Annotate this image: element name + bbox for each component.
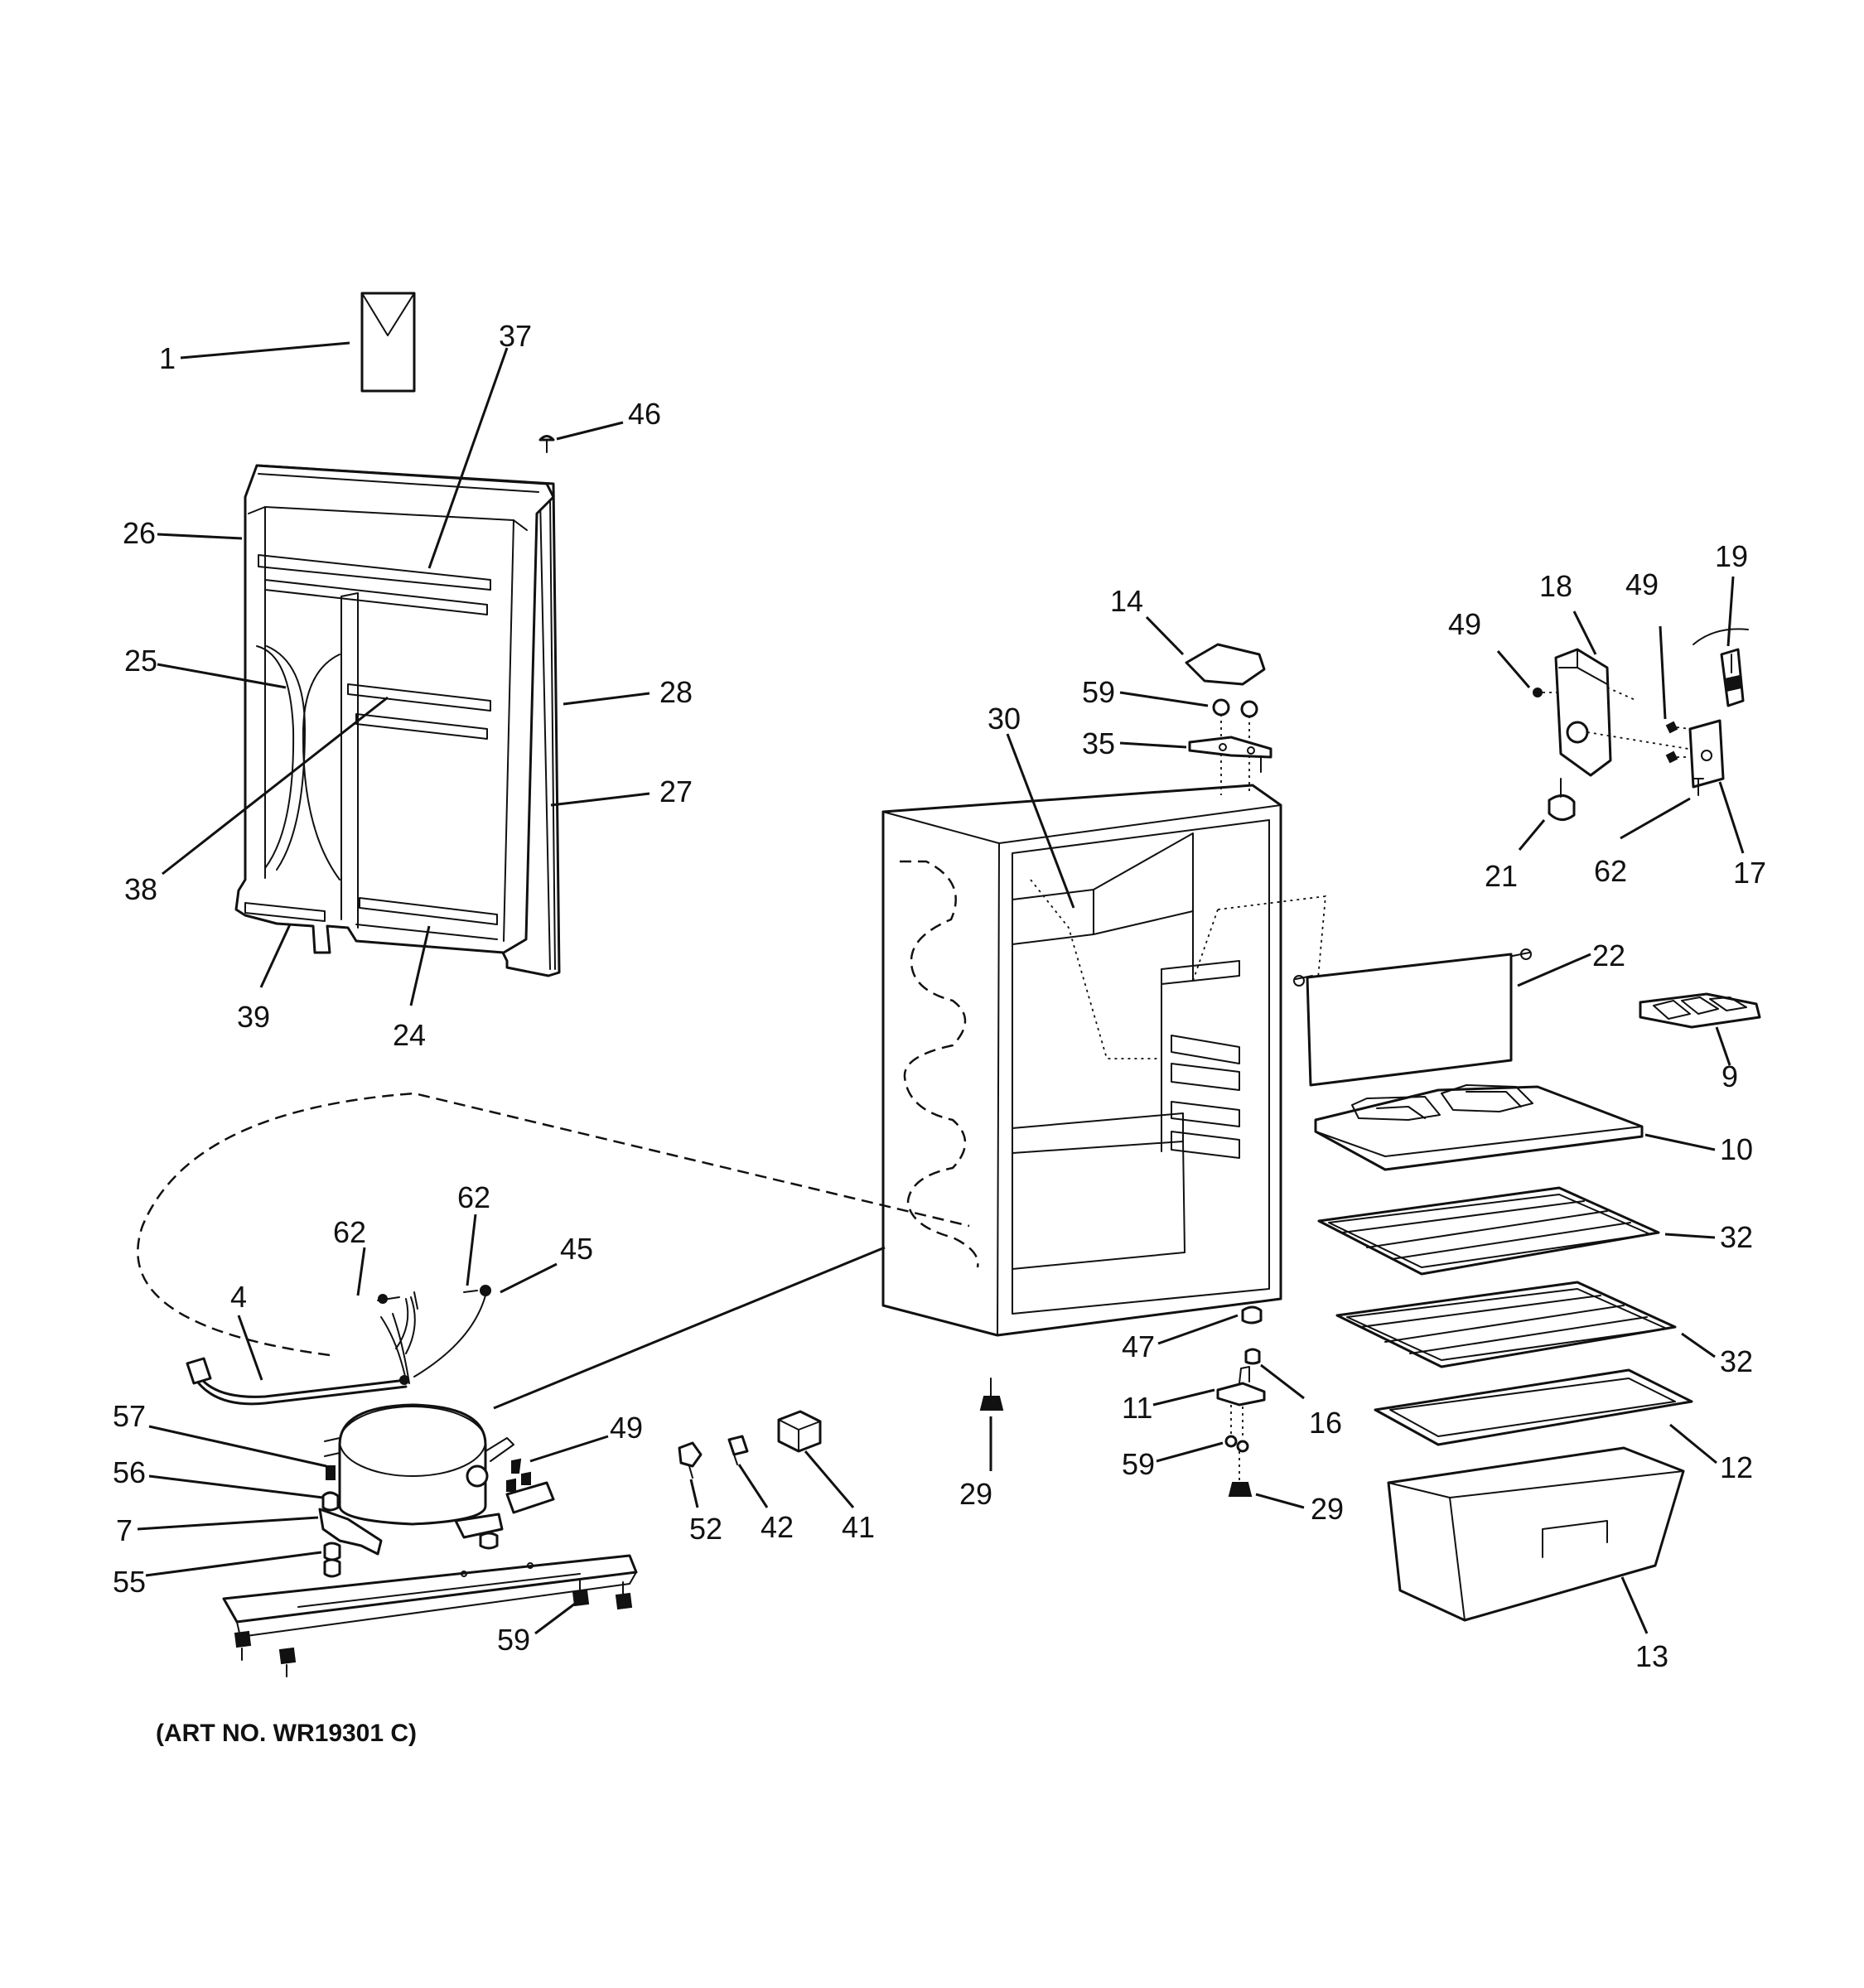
literature-envelope: [360, 292, 416, 393]
callout-49-left: 49: [1448, 607, 1481, 641]
evaporator-door: [1293, 948, 1532, 1087]
callout-35: 35: [1082, 726, 1115, 760]
wire-shelf-lower: [1335, 1281, 1677, 1368]
hinge-cover: [1185, 643, 1266, 686]
thermostat: [1693, 628, 1749, 707]
callout-39: 39: [237, 1000, 270, 1034]
callout-16: 16: [1309, 1406, 1342, 1440]
callout-32-lower: 32: [1720, 1344, 1753, 1378]
callout-37: 37: [499, 319, 532, 353]
callout-21: 21: [1485, 859, 1518, 893]
callout-labels: 1 37 46 26 25 28 27 38 39 24 14 59 35 30…: [113, 319, 1766, 1673]
evaporator-tray: [1314, 1084, 1644, 1171]
door-assembly: [234, 464, 561, 977]
callout-24: 24: [393, 1018, 426, 1052]
wire-harness: [377, 1291, 418, 1354]
callout-11: 11: [1122, 1391, 1152, 1425]
callout-38: 38: [124, 872, 157, 906]
base-rail: [222, 1554, 638, 1638]
compressor: [318, 1403, 514, 1556]
callout-29-cabinet: 29: [959, 1477, 992, 1511]
callout-30: 30: [988, 702, 1021, 736]
callout-4: 4: [230, 1280, 247, 1314]
callout-42: 42: [761, 1510, 794, 1544]
art-number: (ART NO. WR19301 C): [156, 1720, 417, 1747]
callout-12: 12: [1720, 1450, 1753, 1484]
callout-19: 19: [1715, 539, 1748, 573]
control-knob: [1548, 778, 1576, 821]
screw-62-control: [1693, 778, 1704, 796]
callout-55: 55: [113, 1565, 146, 1599]
power-cord: [186, 1313, 410, 1406]
relay: [727, 1435, 749, 1465]
callout-49-right: 49: [1625, 567, 1659, 601]
callout-41: 41: [842, 1510, 875, 1544]
callout-29-hinge: 29: [1311, 1492, 1344, 1526]
control-housing: [1554, 648, 1699, 777]
cabinet: [881, 784, 1461, 1337]
thermostat-bracket: [1665, 719, 1725, 789]
hinge-pin-bushing: [1244, 1348, 1261, 1365]
callout-9: 9: [1722, 1059, 1738, 1093]
compressor-grommets: [321, 1465, 499, 1578]
callout-59-hinge: 59: [1122, 1447, 1155, 1481]
leveling-foot-front: [1228, 1482, 1253, 1497]
base-rail-screws: [234, 1580, 633, 1677]
crisper-cover: [1374, 1368, 1693, 1446]
callout-7: 7: [116, 1513, 133, 1547]
callout-56: 56: [113, 1455, 146, 1489]
callout-32-upper: 32: [1720, 1220, 1753, 1254]
callout-10: 10: [1720, 1132, 1753, 1166]
cover-relay: [777, 1410, 822, 1453]
leveling-foot: [979, 1378, 1004, 1411]
screw-49-left: [1533, 688, 1557, 697]
callout-49-compressor: 49: [610, 1411, 643, 1445]
top-hinge: [1188, 736, 1272, 773]
callout-18: 18: [1539, 569, 1572, 603]
callout-28: 28: [659, 675, 693, 709]
overload-protector: [678, 1441, 703, 1479]
crisper-drawer: [1387, 1446, 1685, 1622]
callout-26: 26: [123, 516, 156, 550]
callout-1: 1: [159, 341, 176, 375]
ground-wire: [399, 1285, 491, 1385]
wire-shelf-upper: [1317, 1186, 1660, 1276]
callout-17: 17: [1733, 856, 1766, 890]
bottom-hinge: [1216, 1366, 1266, 1407]
callout-45: 45: [560, 1232, 593, 1266]
ice-tray: [1639, 992, 1761, 1029]
callout-62-ground: 62: [457, 1180, 490, 1214]
callout-13: 13: [1635, 1639, 1668, 1673]
callout-46: 46: [628, 397, 661, 431]
hinge-screws-bottom: [1224, 1405, 1249, 1483]
hinge-screws-top: [1212, 698, 1258, 795]
callout-27: 27: [659, 774, 693, 808]
callout-52: 52: [689, 1512, 722, 1546]
callout-62-harness: 62: [333, 1215, 366, 1249]
callout-22: 22: [1592, 939, 1625, 972]
callout-59-top: 59: [1082, 675, 1115, 709]
callout-57: 57: [113, 1399, 146, 1433]
callout-59-base: 59: [497, 1623, 530, 1657]
hinge-bushing: [1241, 1305, 1263, 1325]
callout-47: 47: [1122, 1329, 1155, 1363]
callout-14: 14: [1110, 584, 1143, 618]
callout-62-control: 62: [1594, 854, 1627, 888]
callout-25: 25: [124, 644, 157, 678]
terminal-screws: [505, 1458, 555, 1514]
door-screw: [538, 435, 555, 453]
